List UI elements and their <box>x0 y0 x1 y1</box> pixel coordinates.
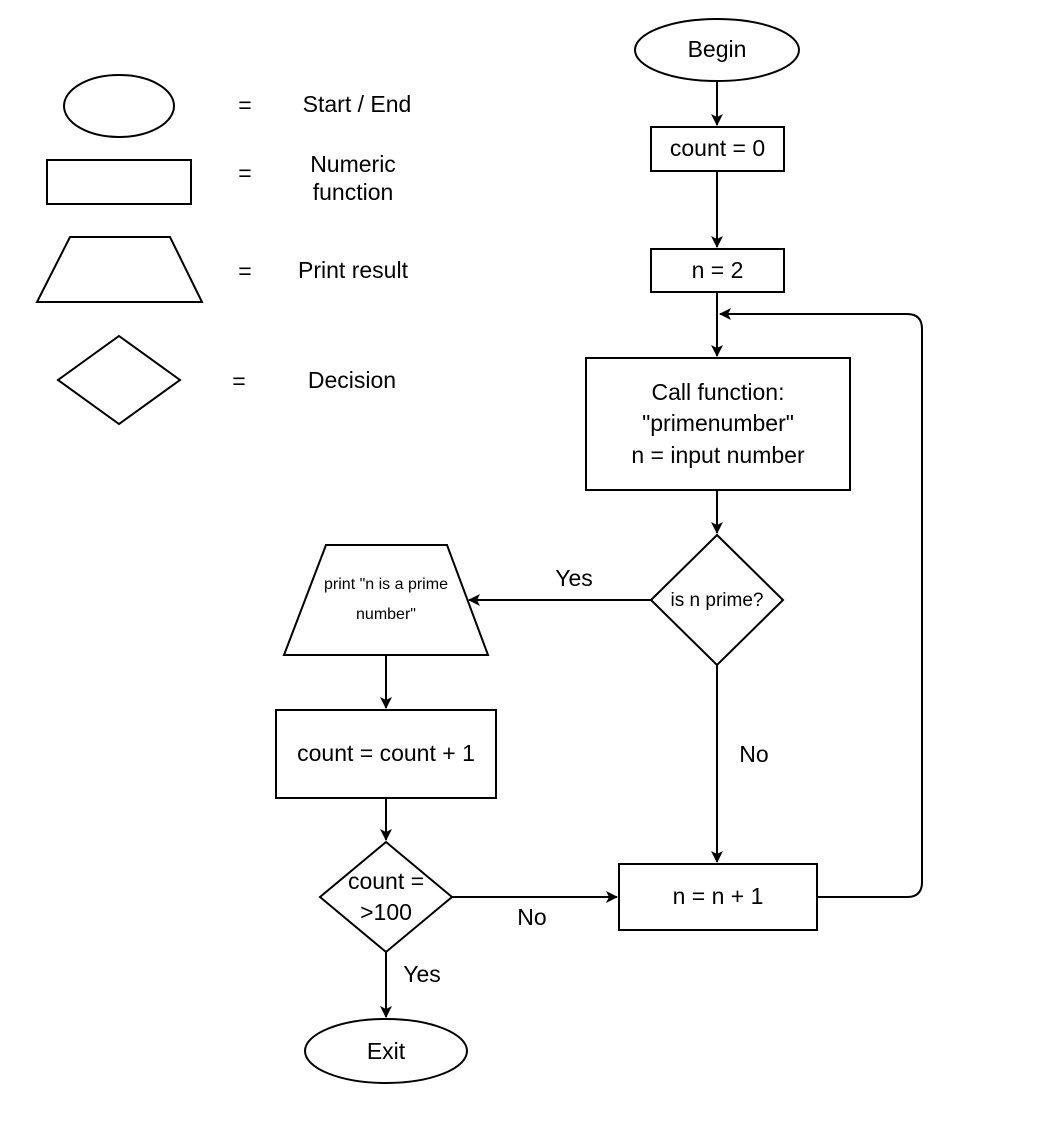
legend-rectangle-shape <box>46 159 192 205</box>
legend-equals-1: = <box>238 92 252 119</box>
count-check-yes-label: Yes <box>403 961 441 988</box>
is-prime-label: is n prime? <box>670 589 764 611</box>
count-check-no-label: No <box>517 904 547 931</box>
legend-label-start-end: Start / End <box>302 91 412 118</box>
legend-equals-4: = <box>232 368 246 395</box>
legend-label-print-result: Print result <box>298 257 408 284</box>
n-init-label: n = 2 <box>691 256 744 283</box>
count-init-node <box>650 126 785 172</box>
count-increment-label: count = count + 1 <box>297 740 475 767</box>
exit-node <box>304 1018 468 1084</box>
print-prime-node <box>282 544 490 656</box>
n-increment-node <box>618 863 818 931</box>
call-function-node <box>585 357 851 491</box>
legend-equals-3: = <box>238 258 252 285</box>
legend-oval-shape <box>63 74 175 138</box>
count-init-label: count = 0 <box>669 135 766 162</box>
legend-label-numeric-function: Numeric function <box>310 151 396 205</box>
legend-diamond-shape <box>56 334 182 426</box>
legend-trapezoid-shape <box>35 236 204 303</box>
print-prime-label: print "n is a prime number" <box>324 576 448 623</box>
n-init-node <box>650 248 785 293</box>
legend-label-decision: Decision <box>307 367 397 394</box>
legend-equals-2: = <box>238 160 252 187</box>
exit-label: Exit <box>366 1038 406 1065</box>
count-increment-node <box>275 709 497 799</box>
is-prime-yes-label: Yes <box>555 565 593 592</box>
begin-label: Begin <box>687 36 747 63</box>
call-function-label: Call function: "primenumber" n = input n… <box>631 379 805 468</box>
is-prime-no-label: No <box>739 741 769 768</box>
n-increment-label: n = n + 1 <box>672 883 764 910</box>
edge-loop-back <box>719 308 923 898</box>
count-check-label: count = >100 <box>347 867 425 925</box>
